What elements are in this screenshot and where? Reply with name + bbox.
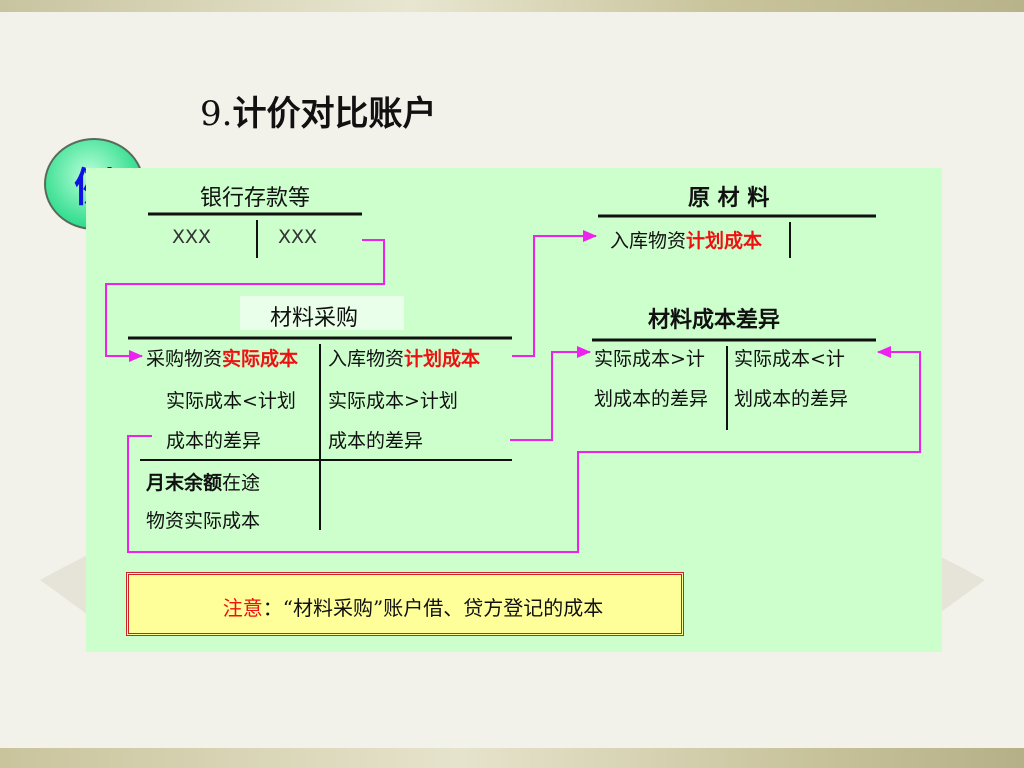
variance-debit-line-2: 划成本的差异 <box>594 388 709 410</box>
purchase-credit-line-3: 成本的差异 <box>328 430 424 452</box>
bottom-decor-band <box>0 748 1024 768</box>
note-box: 注意：“材料采购”账户借、贷方登记的成本 <box>126 572 684 636</box>
purchase-credit-line-1: 入库物资计划成本 <box>328 348 481 370</box>
variance-credit-line-2: 划成本的差异 <box>734 388 849 410</box>
purchase-balance-line-1: 月末余额在途 <box>146 472 261 494</box>
bank-account-name: 银行存款等 <box>200 186 311 211</box>
purchase-account-name: 材料采购 <box>270 306 359 331</box>
bank-credit: XXX <box>278 226 318 248</box>
variance-account-name: 材料成本差异 <box>648 308 781 333</box>
purchase-debit-line-2: 实际成本<计划 <box>166 390 296 412</box>
purchase-credit-line-2: 实际成本>计划 <box>328 390 458 412</box>
purchase-balance-line-2: 物资实际成本 <box>146 510 261 532</box>
purchase-account-label-bg <box>240 296 404 330</box>
variance-debit-line-1: 实际成本>计 <box>594 348 705 370</box>
diagram-panel <box>86 168 942 652</box>
slide-title: 9.计价对比账户 <box>200 94 437 134</box>
top-decor-band <box>0 0 1024 12</box>
variance-credit-line-1: 实际成本<计 <box>734 348 845 370</box>
raw-material-debit: 入库物资计划成本 <box>610 230 763 252</box>
raw-material-account-name: 原 材 料 <box>688 186 770 211</box>
purchase-debit-line-3: 成本的差异 <box>166 430 262 452</box>
note-text: 注意：“材料采购”账户借、贷方登记的成本 <box>222 596 604 620</box>
bank-debit: XXX <box>172 226 212 248</box>
purchase-debit-line-1: 采购物资实际成本 <box>146 348 299 370</box>
